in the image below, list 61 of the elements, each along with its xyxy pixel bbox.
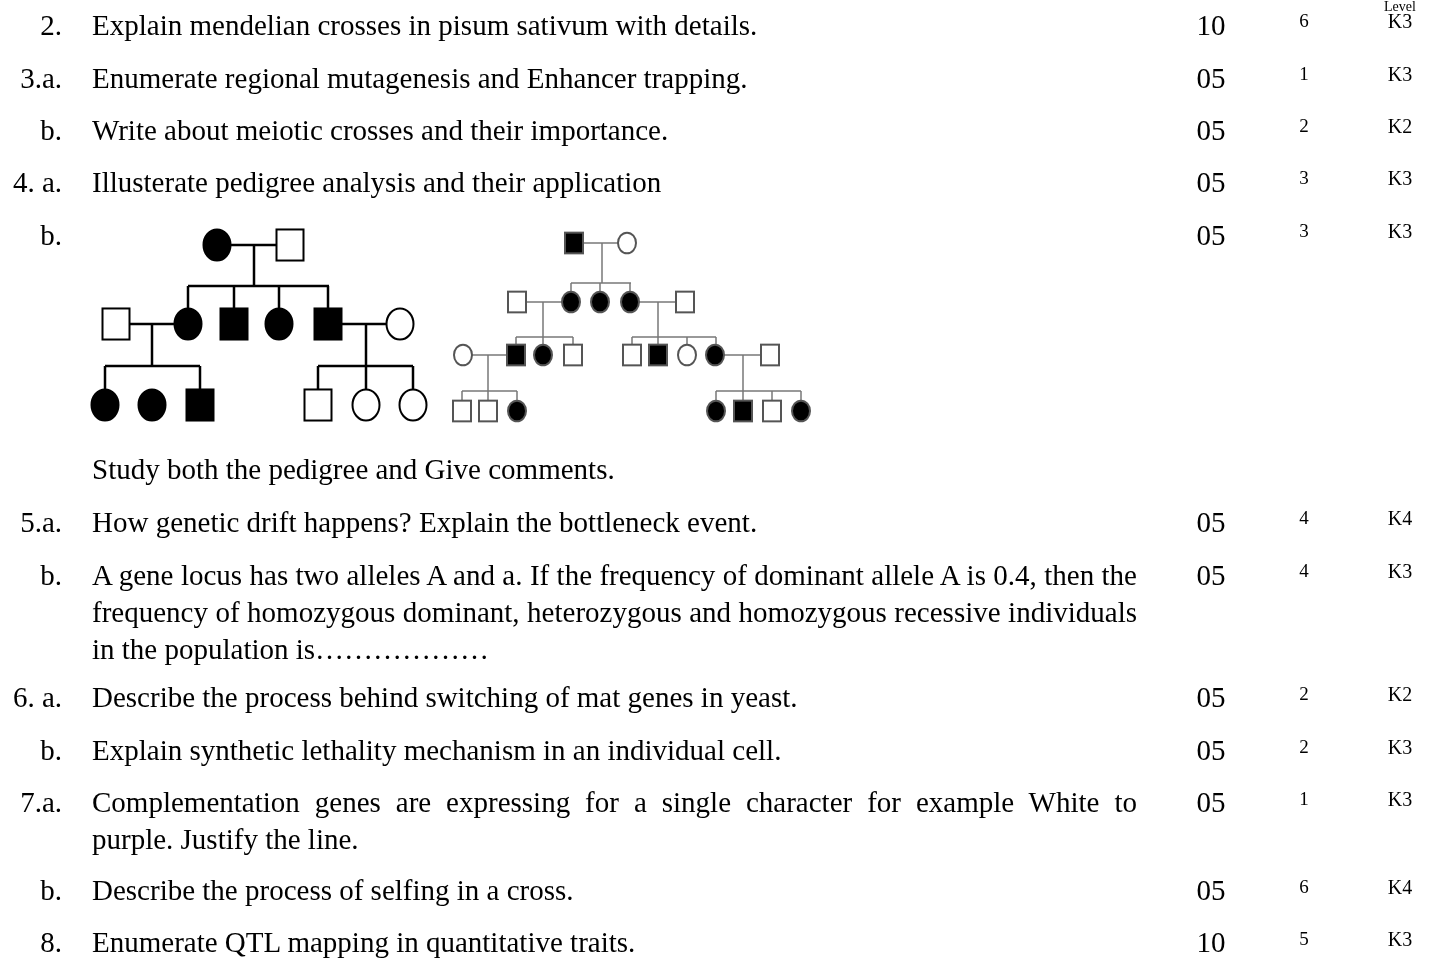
course-outcome: 4	[1298, 561, 1310, 582]
question-text: Illusterate pedigree analysis and their application	[92, 164, 663, 200]
question-text: Write about meiotic crosses and their importance.	[92, 112, 670, 148]
question-text: Study both the pedigree and Give comments.	[92, 451, 616, 487]
question-text: Describe the process behind switching of mat genes in yeast.	[92, 680, 799, 716]
question-text: Enumerate QTL mapping in quantitative traits.	[92, 925, 637, 961]
course-outcome: 2	[1298, 683, 1310, 704]
course-outcome: 4	[1298, 508, 1310, 529]
course-outcome: 2	[1298, 116, 1310, 137]
marks: 10	[1195, 7, 1227, 43]
course-outcome: 6	[1298, 11, 1310, 32]
knowledge-level: K3	[1387, 11, 1413, 32]
question-text: How genetic drift happens? Explain the bottleneck event.	[92, 504, 759, 540]
course-outcome: 5	[1298, 928, 1310, 949]
question-number: b.	[40, 557, 62, 593]
question-number: b.	[40, 112, 62, 148]
course-outcome: 3	[1298, 221, 1310, 242]
question-number: b.	[40, 733, 62, 769]
marks: 05	[1195, 873, 1227, 909]
course-outcome: 6	[1298, 876, 1310, 897]
question-text: A gene locus has two alleles A and a. If the frequency of dominant allele A is 0.4, then the frequency of homozygous dominant, heterozygous and homozygous recessive individuals in the population is………………	[92, 557, 1137, 667]
knowledge-level: K3	[1386, 928, 1414, 949]
knowledge-level: K3	[1386, 561, 1414, 582]
marks: 05	[1195, 164, 1227, 200]
marks: 10	[1195, 925, 1227, 961]
column-heading: Level	[1383, 0, 1417, 14]
question-number: 6. a.	[12, 680, 62, 716]
knowledge-level: K3	[1386, 64, 1414, 85]
marks: 05	[1195, 733, 1227, 769]
marks: 05	[1195, 112, 1227, 148]
question-number: b.	[40, 873, 62, 909]
marks: 05	[1195, 680, 1227, 716]
question-text: Describe the process of selfing in a cross.	[92, 873, 575, 909]
question-number: b.	[40, 217, 62, 253]
question-number: 3.a.	[20, 60, 62, 96]
knowledge-level: K4	[1386, 876, 1414, 897]
course-outcome: 3	[1298, 168, 1310, 189]
knowledge-level: K2	[1386, 116, 1414, 137]
question-text: Enumerate regional mutagenesis and Enhancer trapping.	[92, 60, 749, 96]
course-outcome: 2	[1298, 736, 1310, 757]
question-number: 8.	[40, 925, 62, 961]
course-outcome: 1	[1298, 788, 1310, 809]
marks: 05	[1195, 60, 1227, 96]
question-text: Complementation genes are expressing for a single character for example White to purple. Justify the line.	[92, 785, 1137, 858]
knowledge-level: K4	[1386, 508, 1414, 529]
question-number: 7.a.	[20, 785, 62, 821]
marks: 05	[1195, 557, 1227, 593]
marks: 05	[1195, 217, 1227, 253]
marks: 05	[1195, 504, 1227, 540]
question-number: 5.a.	[20, 504, 62, 540]
question-text: Explain mendelian crosses in pisum sativum with details.	[92, 7, 759, 43]
knowledge-level: K3	[1386, 736, 1414, 757]
marks: 05	[1195, 785, 1227, 821]
knowledge-level: K2	[1386, 683, 1414, 704]
knowledge-level: K3	[1386, 221, 1414, 242]
course-outcome: 1	[1298, 64, 1310, 85]
question-number: 4. a.	[12, 164, 62, 200]
knowledge-level: K3	[1386, 788, 1414, 809]
question-text: Explain synthetic lethality mechanism in an individual cell.	[92, 733, 783, 769]
knowledge-level: K3	[1386, 168, 1414, 189]
question-number: 2.	[40, 7, 62, 43]
